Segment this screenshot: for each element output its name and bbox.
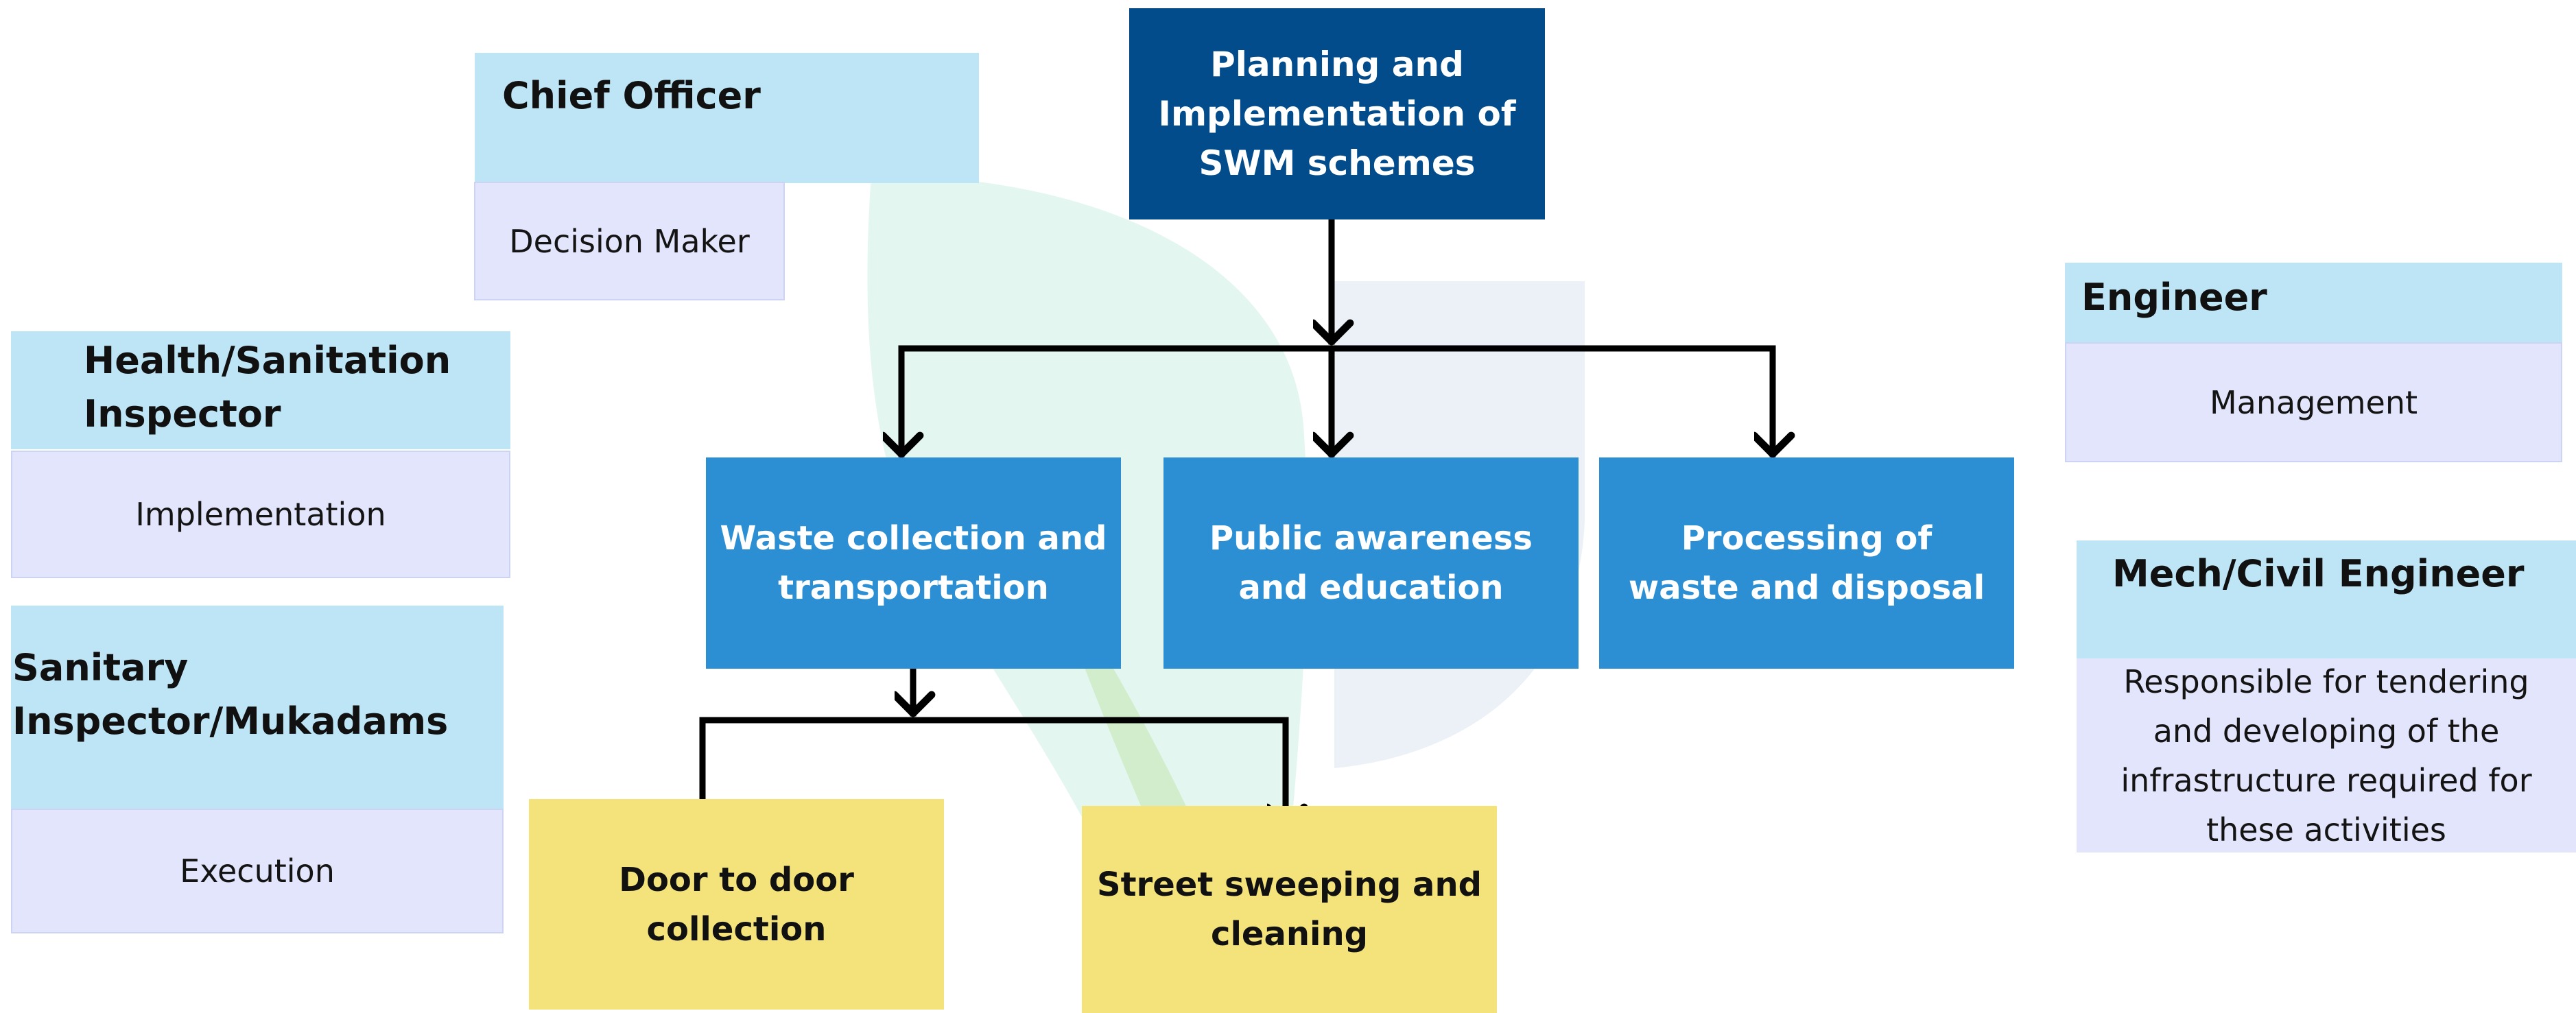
sanitary-inspector-desc-text: Execution <box>180 853 335 890</box>
door-collection-box: Door to door collection <box>529 799 944 1010</box>
door-collection-label: Door to door collection <box>619 860 854 949</box>
sanitary-inspector-title: Sanitary Inspector/Mukadams <box>12 646 449 743</box>
sanitary-inspector-header: Sanitary Inspector/Mukadams <box>11 606 504 809</box>
chief-officer-title: Chief Officer <box>502 74 761 117</box>
waste-collection-box: Waste collection and transportation <box>706 457 1121 669</box>
public-awareness-label: Public awareness and education <box>1209 519 1533 607</box>
planning-label: Planning and Implementation of SWM schem… <box>1158 45 1516 183</box>
sanitary-inspector-desc: Execution <box>11 809 504 933</box>
mech-civil-engineer-title: Mech/Civil Engineer <box>2112 552 2525 595</box>
mech-civil-engineer-desc: Responsible for tendering and developing… <box>2077 658 2576 853</box>
health-inspector-desc: Implementation <box>11 451 510 578</box>
planning-box: Planning and Implementation of SWM schem… <box>1129 8 1545 219</box>
street-sweeping-label: Street sweeping and cleaning <box>1097 866 1482 953</box>
chief-officer-desc: Decision Maker <box>474 182 785 300</box>
engineer-desc: Management <box>2065 342 2562 462</box>
engineer-title: Engineer <box>2081 276 2267 319</box>
engineer-header: Engineer <box>2065 263 2562 344</box>
processing-box: Processing of waste and disposal <box>1599 457 2014 669</box>
mech-civil-engineer-desc-text: Responsible for tendering and developing… <box>2120 663 2532 848</box>
public-awareness-box: Public awareness and education <box>1163 457 1579 669</box>
health-inspector-header: Health/Sanitation Inspector <box>11 331 510 449</box>
health-inspector-desc-text: Implementation <box>135 496 386 533</box>
chief-officer-header: Chief Officer <box>475 53 979 183</box>
chief-officer-desc-text: Decision Maker <box>509 222 750 260</box>
health-inspector-title: Health/Sanitation Inspector <box>84 339 451 436</box>
engineer-desc-text: Management <box>2209 383 2418 421</box>
mech-civil-engineer-header: Mech/Civil Engineer <box>2077 540 2576 658</box>
street-sweeping-box: Street sweeping and cleaning <box>1082 806 1497 1013</box>
waste-collection-label: Waste collection and transportation <box>720 519 1107 607</box>
processing-label: Processing of waste and disposal <box>1628 519 1985 607</box>
